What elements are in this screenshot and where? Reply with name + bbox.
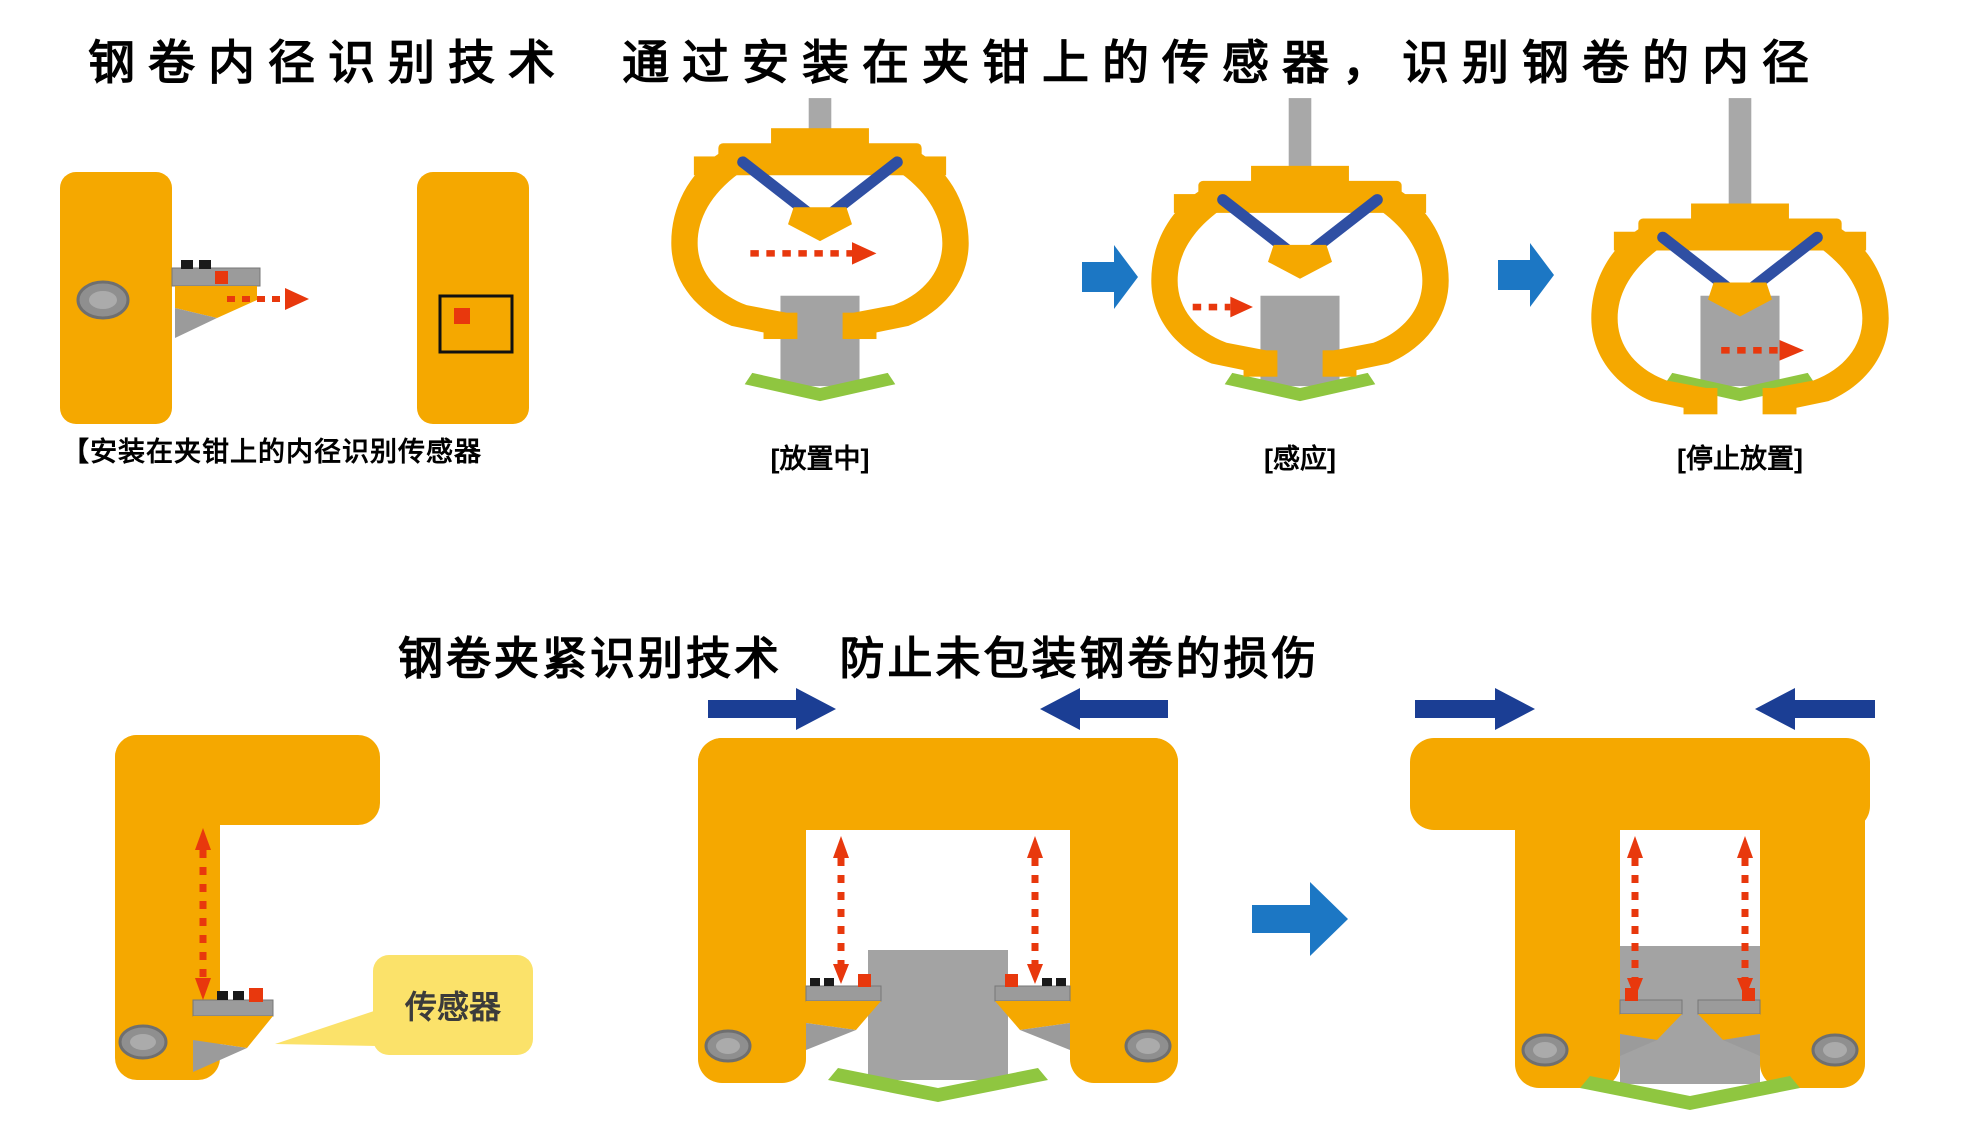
tong-arm-left [1151, 190, 1267, 375]
sensor-range-arrow [195, 828, 211, 1000]
sensor-beam-arrow [750, 242, 877, 265]
clamp-force-arrow-left-icon [1040, 688, 1168, 730]
foot-sensor-unit [192, 988, 274, 1072]
tong-center-joint [1268, 244, 1332, 279]
foot-sensor-unit-right [994, 974, 1071, 1050]
bottom-title-subtitle: 防止未包装钢卷的损伤 [839, 633, 1320, 684]
coil-tong [671, 128, 969, 340]
coil-saddle [1580, 1076, 1800, 1110]
roller-wheel-hub [130, 1034, 156, 1050]
sensor-callout-label: 传感器 [404, 989, 502, 1025]
clamp-leg [115, 735, 220, 1080]
coil-saddle [1664, 372, 1816, 402]
crane-shaft [808, 98, 832, 132]
clamp-leg-right [1070, 738, 1178, 1083]
tong-foot-right [1322, 350, 1357, 377]
stage-label-placing: [放置中] [770, 444, 870, 474]
clamp-force-arrow-right-icon [708, 688, 836, 730]
sensor-range-arrow-right [1737, 836, 1753, 998]
sensor-bracket [175, 286, 257, 318]
clamp-sensor-figure: 传感器 [115, 735, 533, 1080]
tong-arm-right [1333, 190, 1449, 375]
stage-figure-stop [1591, 98, 1889, 415]
tong-foot-right [842, 312, 877, 340]
top-title-main: 钢卷内径识别技术 [88, 36, 568, 89]
sensor-square [1005, 974, 1018, 987]
transition-right-arrow-icon [1498, 243, 1554, 307]
foot-plate [193, 1040, 247, 1072]
tong-arm-right [853, 152, 969, 338]
sensor-square [215, 271, 228, 284]
inner-diameter-sensor-figure [60, 172, 529, 424]
transition-right-arrow-icon [1252, 882, 1348, 956]
tong-link-right [1743, 231, 1823, 296]
clamp-top-beam [698, 738, 1178, 830]
foot-sensor-unit-left [805, 974, 882, 1050]
sensor-beam-arrow [227, 288, 309, 310]
stage-figure-sensing [1151, 98, 1449, 402]
stage-figure-placing [671, 98, 969, 402]
sensor-square [858, 974, 871, 987]
top-title-subtitle: 通过安装在夹钳上的传感器，识别钢卷的内径 [622, 36, 1823, 89]
tong-foot-left [763, 312, 798, 340]
sensor-range-arrow-right [1027, 836, 1043, 984]
clamp-gantry-closed-figure [1410, 688, 1875, 1110]
tong-link-right [1303, 194, 1383, 259]
tong-link-left [1657, 231, 1737, 296]
steel-coil [780, 295, 860, 387]
clamp-force-arrow-right-icon [1415, 688, 1535, 730]
tong-center-joint [1708, 282, 1772, 317]
sensor-beam-arrow [1192, 296, 1253, 318]
stage-label-stop: [停止放置] [1677, 444, 1803, 474]
coil-saddle [1224, 372, 1376, 402]
sensor-square [454, 308, 470, 324]
tong-link-right [823, 156, 903, 221]
clamp-leg-right [1760, 738, 1865, 1088]
sensor-range-arrow-left [833, 836, 849, 984]
clamp-force-arrow-left-icon [1755, 688, 1875, 730]
sensor-square [249, 988, 263, 1002]
tong-link-left [737, 156, 817, 221]
clamp-leg-left [698, 738, 806, 1083]
coil-tong [1151, 165, 1449, 377]
top-section-title: 钢卷内径识别技术 通过安装在夹钳上的传感器，识别钢卷的内径 [88, 24, 1822, 93]
sensor-callout: 传感器 [275, 955, 533, 1055]
sensor-window [438, 294, 514, 354]
coil-saddle [828, 1068, 1048, 1102]
roller-wheel-hub [89, 291, 117, 309]
tong-arm-right [1773, 227, 1889, 413]
foot-wedge [193, 1016, 273, 1048]
crane-shaft [1288, 98, 1312, 170]
coil-tong [1591, 203, 1889, 415]
tong-link-left [1217, 194, 1297, 259]
crane-shaft [1728, 98, 1752, 208]
tong-foot-left [1243, 350, 1278, 377]
sensor-figure-caption: 【安装在夹钳上的内径识别传感器 [62, 437, 482, 467]
tong-arm-left [671, 152, 787, 338]
tong-foot-right [1762, 387, 1797, 415]
clamp-gantry-open-figure [698, 688, 1178, 1102]
mounted-sensor-unit [171, 260, 261, 338]
coil-saddle [744, 372, 896, 402]
sensor-range-arrow-left [1627, 836, 1643, 998]
tong-center-joint [788, 207, 852, 242]
tong-arm-left [1591, 227, 1707, 413]
bottom-section-title: 钢卷夹紧识别技术 防止未包装钢卷的损伤 [398, 622, 1320, 687]
sensor-bracket-plate [175, 308, 217, 338]
sensor-beam-arrow [1721, 339, 1804, 361]
steel-coil [868, 950, 1008, 1080]
stage-label-sensing: [感应] [1264, 444, 1336, 474]
sensor-plate [192, 999, 274, 1017]
bottom-title-main: 钢卷夹紧识别技术 [398, 633, 783, 684]
tong-foot-left [1683, 387, 1718, 415]
clamp-leg-left [1515, 738, 1620, 1088]
transition-right-arrow-icon [1082, 245, 1138, 309]
